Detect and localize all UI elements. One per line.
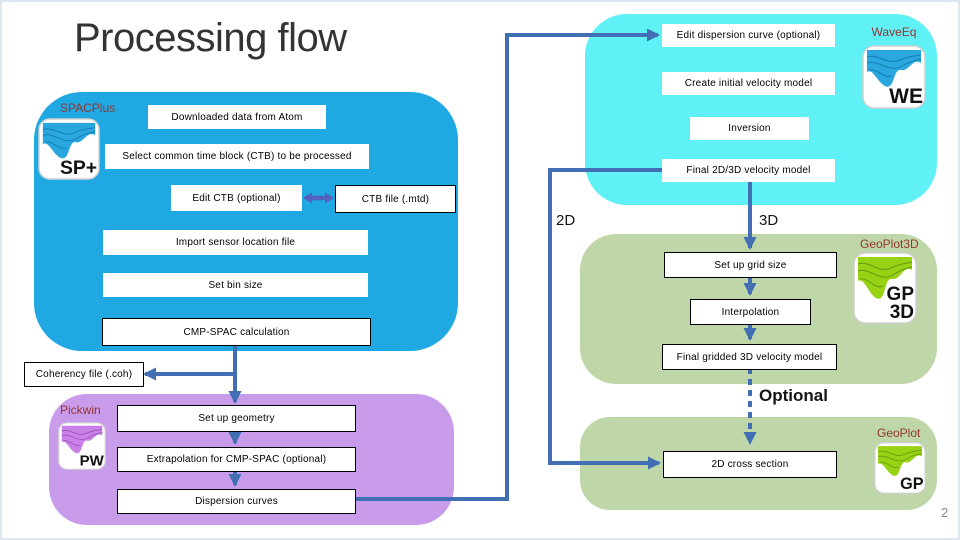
label-optional: Optional <box>759 386 828 405</box>
waveeq-label: WaveEq <box>871 25 917 39</box>
svg-text:GP: GP <box>900 475 924 493</box>
step-interpolation: Interpolation <box>690 299 811 325</box>
geoplot-label: GeoPlot <box>877 426 921 440</box>
spacplus-logo-icon: SP+ <box>38 118 100 180</box>
step-set-bin-size: Set bin size <box>103 273 368 297</box>
svg-text:SP+: SP+ <box>60 157 97 179</box>
file-ctb: CTB file (.mtd) <box>335 185 456 213</box>
spacplus-label: SPACPlus <box>60 101 116 115</box>
file-coherency: Coherency file (.coh) <box>24 362 144 387</box>
page-title: Processing flow <box>74 16 347 60</box>
label-2d: 2D <box>556 212 576 229</box>
step-final-gridded-model: Final gridded 3D velocity model <box>662 344 837 370</box>
double-arrow-icon <box>303 192 334 204</box>
step-downloaded-data: Downloaded data from Atom <box>148 105 326 129</box>
step-cmp-spac: CMP-SPAC calculation <box>102 318 371 346</box>
svg-text:PW: PW <box>80 453 105 470</box>
geoplot-logo-icon: GP <box>874 442 926 494</box>
pickwin-logo-icon: PW <box>58 422 106 470</box>
step-final-velocity-model: Final 2D/3D velocity model <box>662 159 835 182</box>
svg-text:WE: WE <box>889 85 923 108</box>
pickwin-label: Pickwin <box>60 403 101 417</box>
region-spacplus <box>34 92 458 351</box>
step-setup-grid-size: Set up grid size <box>664 252 837 278</box>
geoplot3d-logo-icon: GP 3D <box>853 252 917 324</box>
geoplot3d-label: GeoPlot3D <box>860 237 919 251</box>
label-3d: 3D <box>759 212 779 229</box>
step-setup-geometry: Set up geometry <box>117 405 356 432</box>
step-2d-cross-section: 2D cross section <box>663 451 837 478</box>
step-select-ctb: Select common time block (CTB) to be pro… <box>105 144 369 169</box>
svg-text:GP: GP <box>887 284 915 305</box>
svg-text:3D: 3D <box>890 302 914 323</box>
waveeq-logo-icon: WE <box>862 45 926 109</box>
step-edit-dispersion: Edit dispersion curve (optional) <box>662 24 835 47</box>
step-import-sensor: Import sensor location file <box>103 230 368 255</box>
step-dispersion-curves: Dispersion curves <box>117 489 356 514</box>
step-edit-ctb: Edit CTB (optional) <box>171 185 302 211</box>
step-extrapolation: Extrapolation for CMP-SPAC (optional) <box>117 447 356 472</box>
step-inversion: Inversion <box>690 117 809 140</box>
page-number: 2 <box>941 505 949 520</box>
step-create-initial-model: Create initial velocity model <box>662 72 835 95</box>
